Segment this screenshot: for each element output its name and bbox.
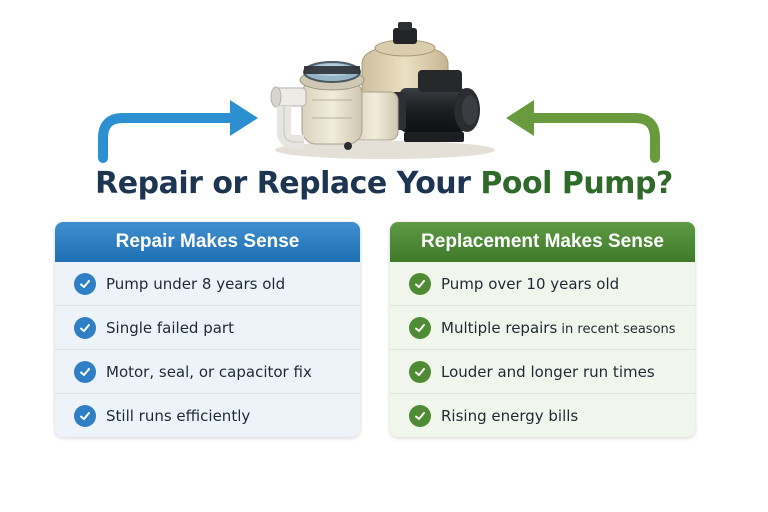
check-circle-icon — [74, 404, 96, 427]
list-item-text: Pump under 8 years old — [106, 274, 286, 293]
repair-card: Repair Makes Sense Pump under 8 years ol… — [55, 222, 360, 437]
check-circle-icon — [409, 360, 431, 383]
hero-illustration — [98, 22, 660, 163]
title-main: Repair or Replace Your — [95, 166, 481, 201]
list-item-text: Motor, seal, or capacitor fix — [106, 362, 312, 381]
replacement-card: Replacement Makes Sense Pump over 10 yea… — [390, 222, 695, 437]
list-item: Single failed part — [55, 306, 360, 350]
check-circle-icon — [74, 272, 96, 295]
replacement-card-header: Replacement Makes Sense — [390, 222, 695, 262]
check-circle-icon — [74, 316, 96, 339]
list-item-text: Still runs efficiently — [106, 406, 251, 425]
list-item: Pump under 8 years old — [55, 262, 360, 306]
list-item: Rising energy bills — [390, 394, 695, 437]
list-item: Still runs efficiently — [55, 394, 360, 437]
arrow-left-icon — [506, 100, 660, 163]
arrow-right-icon — [98, 100, 258, 163]
list-item-text: Single failed part — [106, 318, 234, 337]
list-item: Multiple repairs in recent seasons — [390, 306, 695, 350]
check-circle-icon — [409, 404, 431, 427]
page-title: Repair or Replace Your Pool Pump? — [0, 166, 768, 201]
list-item: Pump over 10 years old — [390, 262, 695, 306]
list-item-text-main: Multiple repairs — [441, 318, 558, 337]
list-item-text-small: in recent seasons — [557, 321, 676, 337]
list-item-text: Multiple repairs in recent seasons — [441, 319, 676, 337]
list-item-text: Louder and longer run times — [441, 362, 655, 381]
pool-pump-illustration — [270, 22, 495, 159]
check-circle-icon — [409, 272, 431, 295]
list-item: Louder and longer run times — [390, 350, 695, 394]
title-accent: Pool Pump? — [480, 166, 673, 201]
list-item: Motor, seal, or capacitor fix — [55, 350, 360, 394]
check-circle-icon — [409, 316, 431, 339]
repair-card-header: Repair Makes Sense — [55, 222, 360, 262]
check-circle-icon — [74, 360, 96, 383]
list-item-text: Pump over 10 years old — [441, 274, 620, 293]
list-item-text: Rising energy bills — [441, 406, 579, 425]
